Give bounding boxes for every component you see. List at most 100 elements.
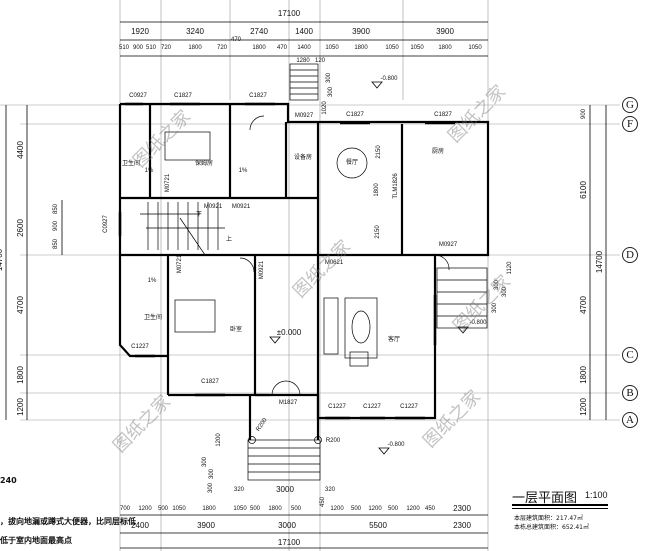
dim-bottom: 1800 bbox=[268, 506, 282, 512]
dim-bottom: 700 bbox=[119, 506, 131, 512]
door-tag: M0921 bbox=[259, 260, 265, 280]
window-tag: C1827 bbox=[201, 379, 219, 385]
dim-left: 2600 bbox=[16, 219, 25, 237]
dim-left-window: 850 bbox=[53, 238, 59, 250]
window-tag: C1227 bbox=[131, 344, 149, 350]
door-tag: M0921 bbox=[203, 204, 223, 210]
dim-entry: 300 bbox=[208, 482, 214, 494]
door-tag: M0927 bbox=[438, 242, 458, 248]
window-tag: C1827 bbox=[249, 93, 267, 99]
slope-mark: 1% bbox=[144, 168, 154, 174]
dim-right: 1800 bbox=[579, 366, 588, 384]
level-mark: ±0.000 bbox=[276, 328, 302, 337]
dim-dining: 2150 bbox=[376, 145, 382, 159]
dim-entry: 450 bbox=[320, 496, 326, 508]
dim-bottom: 1050 bbox=[233, 506, 247, 512]
axis-a: A bbox=[622, 412, 638, 428]
dim-top2: 1050 bbox=[410, 45, 424, 51]
dim-entry: 3000 bbox=[276, 485, 294, 494]
dim-bottom: 1800 bbox=[202, 506, 216, 512]
dim-dining: 1800 bbox=[374, 183, 380, 197]
dim-bottom: 1200 bbox=[406, 506, 420, 512]
room-living: 客厅 bbox=[387, 337, 401, 343]
windows bbox=[118, 102, 455, 420]
dim-entry: 300 bbox=[209, 468, 215, 480]
room-equipment: 设备房 bbox=[293, 155, 313, 161]
axis-f: F bbox=[622, 116, 638, 132]
dim-top: 2740 bbox=[250, 27, 268, 36]
room-bedroom: 卧室 bbox=[229, 327, 243, 333]
window-tag: C0927 bbox=[103, 215, 109, 233]
door-tag: M0621 bbox=[324, 260, 344, 266]
dim-top2: 510 bbox=[118, 45, 130, 51]
title-underline bbox=[512, 504, 608, 509]
dim-bottom: 450 bbox=[424, 506, 436, 512]
dim-bottom: 2300 bbox=[453, 504, 471, 513]
door-tag: M0921 bbox=[231, 204, 251, 210]
dim-bottom: 500 bbox=[350, 506, 362, 512]
door-tag: M1827 bbox=[278, 400, 298, 406]
dim-top: 1920 bbox=[131, 27, 149, 36]
stairs bbox=[140, 63, 488, 481]
left-note: 低于室内地面最高点 bbox=[0, 536, 72, 545]
level-mark: -0.800 bbox=[380, 76, 398, 82]
dim-top2: 1050 bbox=[325, 45, 339, 51]
dim-top: 1400 bbox=[295, 27, 313, 36]
dim-left-total: 14700 bbox=[0, 248, 4, 272]
room-bathroom: 卫生间 bbox=[121, 161, 141, 167]
drawing-title: 一层平面图 bbox=[512, 491, 578, 506]
dim-top2: 720 bbox=[216, 45, 228, 51]
dim-entry: 320 bbox=[233, 487, 245, 493]
dim-stair: 1280 bbox=[296, 58, 310, 64]
dim-top2: 470 bbox=[276, 45, 288, 51]
dim-bottom2: 5500 bbox=[369, 521, 387, 530]
dim-top2: 720 bbox=[160, 45, 172, 51]
dim-top-total: 17100 bbox=[277, 9, 301, 18]
stair-down-mark: 下 bbox=[195, 212, 203, 218]
area-note: 本栋总建筑面积：652.41㎡ bbox=[514, 524, 589, 531]
dim-bottom: 1200 bbox=[368, 506, 382, 512]
dim-right: 900 bbox=[581, 108, 587, 120]
door-tag: TLM1826 bbox=[393, 173, 399, 199]
door-tag: M0721 bbox=[165, 173, 171, 193]
grid-lines bbox=[0, 0, 620, 551]
dim-left: 4400 bbox=[16, 141, 25, 159]
dim-bottom: 1200 bbox=[330, 506, 344, 512]
drawing-scale: 1:100 bbox=[585, 490, 608, 500]
dim-top2: 1800 bbox=[252, 45, 266, 51]
dim-bottom2: 3000 bbox=[278, 521, 296, 530]
dim-left-window: 900 bbox=[53, 220, 59, 232]
level-mark: -0.800 bbox=[387, 442, 405, 448]
dim-top2: 1800 bbox=[354, 45, 368, 51]
dim-top2: 510 bbox=[145, 45, 157, 51]
dim-top2: 1800 bbox=[188, 45, 202, 51]
dim-left-window: 850 bbox=[53, 203, 59, 215]
axis-c: C bbox=[622, 347, 638, 363]
window-tag: C1227 bbox=[400, 404, 418, 410]
window-tag: C0927 bbox=[129, 93, 147, 99]
door-tag: M0927 bbox=[294, 113, 314, 119]
left-note: 240 bbox=[0, 476, 17, 485]
room-dining: 餐厅 bbox=[345, 160, 359, 166]
dim-left: 1200 bbox=[16, 398, 25, 416]
dim-top2: 900 bbox=[132, 45, 144, 51]
dim-top2: 470 bbox=[230, 37, 242, 43]
window-tag: C1827 bbox=[346, 112, 364, 118]
door-tag: M0721 bbox=[177, 254, 183, 274]
axis-b: B bbox=[622, 385, 638, 401]
room-bathroom-2: 卫生间 bbox=[143, 315, 163, 321]
dim-top2: 1050 bbox=[385, 45, 399, 51]
window-tag: C1227 bbox=[328, 404, 346, 410]
dim-stair: 300 bbox=[326, 72, 332, 84]
dim-top2: 1800 bbox=[438, 45, 452, 51]
dim-right-total: 14700 bbox=[595, 250, 604, 274]
dim-stair: 1020 bbox=[322, 101, 328, 115]
dim-entry: 300 bbox=[202, 456, 208, 468]
slope-mark: 1% bbox=[238, 168, 248, 174]
slope-mark: 1% bbox=[147, 278, 157, 284]
stair-up-mark: 上 bbox=[225, 237, 233, 243]
dim-bottom: 500 bbox=[157, 506, 169, 512]
dim-top2: 1050 bbox=[468, 45, 482, 51]
